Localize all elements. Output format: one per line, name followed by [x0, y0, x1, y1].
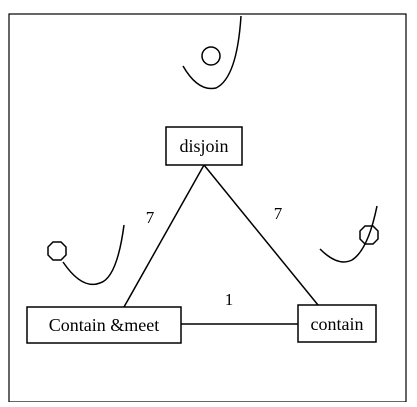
self-loop-contain	[320, 206, 378, 262]
node-contain-meet: Contain &meet	[27, 307, 181, 343]
loop-marker-circle	[202, 47, 220, 65]
node-label: Contain &meet	[49, 315, 159, 335]
edge-weight-label: 7	[146, 208, 155, 227]
edge-weight-label: 1	[225, 290, 234, 309]
loop-marker-octagon	[48, 242, 66, 260]
node-contain: contain	[298, 305, 376, 342]
node-label: disjoin	[179, 136, 228, 156]
self-loop-disjoin	[183, 16, 241, 89]
self-loop-contain-meet	[48, 225, 124, 284]
edge-disjoin-contain-meet	[124, 165, 204, 307]
edge-weight-label: 7	[274, 204, 283, 223]
node-disjoin: disjoin	[166, 127, 242, 165]
node-label: contain	[311, 314, 364, 334]
diagram-frame	[9, 14, 406, 402]
edge-disjoin-contain	[204, 165, 318, 305]
